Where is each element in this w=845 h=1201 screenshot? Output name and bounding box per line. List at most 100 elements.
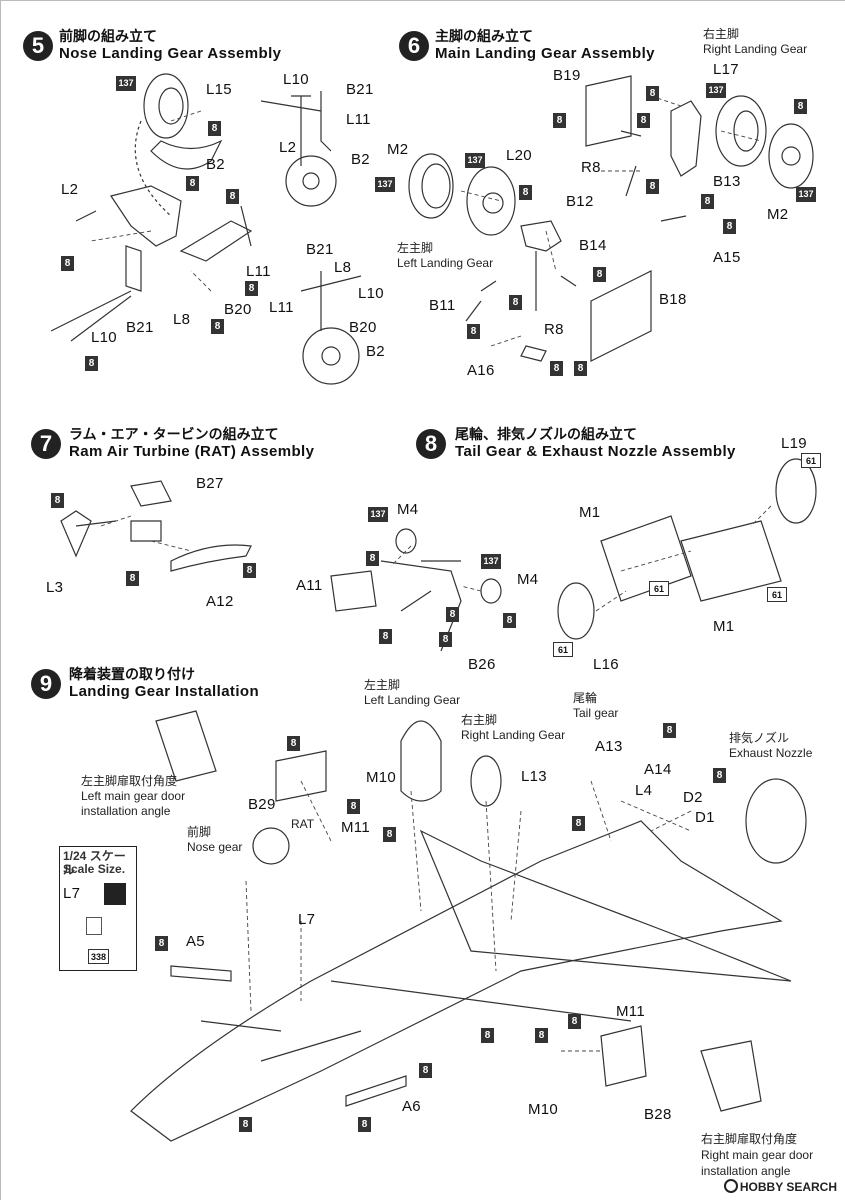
paint-code-8: 8 xyxy=(467,324,480,339)
part-label: B27 xyxy=(196,475,224,492)
exhaust-caption: 排気ノズル Exhaust Nozzle xyxy=(729,731,812,761)
step-9-number: 9 xyxy=(31,669,61,699)
right-gear9-caption-en: Right Landing Gear xyxy=(461,728,566,742)
paint-code-8: 8 xyxy=(51,493,64,508)
part-label: L17 xyxy=(713,61,739,78)
step-7-title-en: Ram Air Turbine (RAT) Assembly xyxy=(69,443,315,460)
part-label: R8 xyxy=(581,159,601,176)
part-label: M1 xyxy=(579,504,601,521)
scale-title-jp: 1/24 スケール xyxy=(63,849,126,877)
part-label: A16 xyxy=(467,362,495,379)
part-label: L8 xyxy=(334,259,352,276)
part-label: L11 xyxy=(346,111,371,128)
left-door-angle-caption: 左主脚扉取付角度 Left main gear door installatio… xyxy=(81,774,185,819)
paint-code-8: 8 xyxy=(226,189,239,204)
part-label: L2 xyxy=(61,181,79,198)
part-label: L10 xyxy=(283,71,309,88)
paint-code-8: 8 xyxy=(85,356,98,371)
step-9-title-jp: 降着装置の取り付け xyxy=(69,666,195,682)
paint-code-137: 137 xyxy=(481,554,501,569)
part-label: M10 xyxy=(366,769,397,786)
paint-code-8: 8 xyxy=(572,816,585,831)
left-door-angle-en1: Left main gear door xyxy=(81,789,186,803)
paint-code-137: 137 xyxy=(706,83,726,98)
step-8-title-jp: 尾輪、排気ノズルの組み立て xyxy=(455,426,637,442)
part-label: L8 xyxy=(173,311,191,328)
paint-code-8: 8 xyxy=(243,563,256,578)
right-door-angle-caption: 右主脚扉取付角度 Right main gear door installati… xyxy=(701,1131,813,1179)
part-label: L10 xyxy=(358,285,384,302)
part-label: B2 xyxy=(206,156,225,173)
part-label: B12 xyxy=(566,193,594,210)
step-9-title: 降着装置の取り付け Landing Gear Installation xyxy=(69,665,259,701)
right-door-angle-jp: 右主脚扉取付角度 xyxy=(701,1132,798,1146)
left-gear9-caption: 左主脚 Left Landing Gear xyxy=(364,678,460,708)
right-gear9-caption-jp: 右主脚 xyxy=(461,713,498,727)
part-label: R8 xyxy=(544,321,564,338)
paint-code-8: 8 xyxy=(155,936,168,951)
scale-part-label: L7 xyxy=(63,885,81,902)
paint-code-8: 8 xyxy=(568,1014,581,1029)
left-gear-caption-en: Left Landing Gear xyxy=(397,256,494,270)
logo-text: HOBBY SEARCH xyxy=(739,1180,837,1194)
part-label: L11 xyxy=(269,299,294,316)
paint-code-8: 8 xyxy=(713,768,726,783)
part-label: B28 xyxy=(644,1106,672,1123)
part-label: B21 xyxy=(346,81,374,98)
part-label: D1 xyxy=(695,809,715,826)
step-5-number: 5 xyxy=(23,31,53,61)
nose-gear-caption-en: Nose gear xyxy=(187,840,243,854)
part-label: B18 xyxy=(659,291,687,308)
step-9-title-en: Landing Gear Installation xyxy=(69,683,260,700)
paint-code-8: 8 xyxy=(509,295,522,310)
part-label: L16 xyxy=(593,656,619,673)
exhaust-caption-jp: 排気ノズル xyxy=(729,731,790,745)
paint-code-61: 61 xyxy=(801,453,821,468)
step-6-title: 主脚の組み立て Main Landing Gear Assembly xyxy=(435,27,655,63)
right-gear-caption: 右主脚 Right Landing Gear xyxy=(703,27,807,57)
part-label: M2 xyxy=(387,141,409,158)
part-label: L2 xyxy=(279,139,297,156)
scale-part-outline xyxy=(86,917,102,935)
part-label: D2 xyxy=(683,789,703,806)
nose-gear-caption-jp: 前脚 xyxy=(187,825,212,839)
part-label: B19 xyxy=(553,67,581,84)
left-door-angle-jp: 左主脚扉取付角度 xyxy=(81,774,178,788)
paint-code-137: 137 xyxy=(796,187,816,202)
part-label: A15 xyxy=(713,249,741,266)
part-label: M11 xyxy=(341,819,370,836)
part-label: B2 xyxy=(351,151,370,168)
part-label: A12 xyxy=(206,593,234,610)
left-gear9-caption-en: Left Landing Gear xyxy=(364,693,461,707)
step-5-title-jp: 前脚の組み立て xyxy=(59,28,157,44)
part-label: L3 xyxy=(46,579,64,596)
part-label: M11 xyxy=(616,1003,645,1020)
scale-size-box: 1/24 スケール Scale Size. L7 338 xyxy=(59,846,137,971)
right-gear-caption-jp: 右主脚 xyxy=(703,27,740,41)
part-label: A14 xyxy=(644,761,672,778)
part-label: B26 xyxy=(468,656,496,673)
tail-gear-caption: 尾輪 Tail gear xyxy=(573,691,618,721)
paint-code-8: 8 xyxy=(553,113,566,128)
part-label: A11 xyxy=(296,577,323,594)
logo-mark-icon xyxy=(723,1179,738,1193)
left-door-angle-en2: installation angle xyxy=(81,804,171,818)
paint-code-8: 8 xyxy=(535,1028,548,1043)
paint-code-137: 137 xyxy=(368,507,388,522)
step-6-title-en: Main Landing Gear Assembly xyxy=(435,45,655,62)
part-label: L7 xyxy=(298,911,316,928)
paint-code-8: 8 xyxy=(519,185,532,200)
part-label: B21 xyxy=(126,319,154,336)
paint-code-8: 8 xyxy=(186,176,199,191)
tail-gear-caption-jp: 尾輪 xyxy=(573,691,598,705)
paint-code-137: 137 xyxy=(465,153,485,168)
paint-code-8: 8 xyxy=(419,1063,432,1078)
right-gear-caption-en: Right Landing Gear xyxy=(703,42,808,56)
paint-code-8: 8 xyxy=(126,571,139,586)
part-label: M10 xyxy=(528,1101,559,1118)
paint-code-8: 8 xyxy=(574,361,587,376)
paint-code-8: 8 xyxy=(245,281,258,296)
rat-caption: RAT xyxy=(291,817,315,831)
